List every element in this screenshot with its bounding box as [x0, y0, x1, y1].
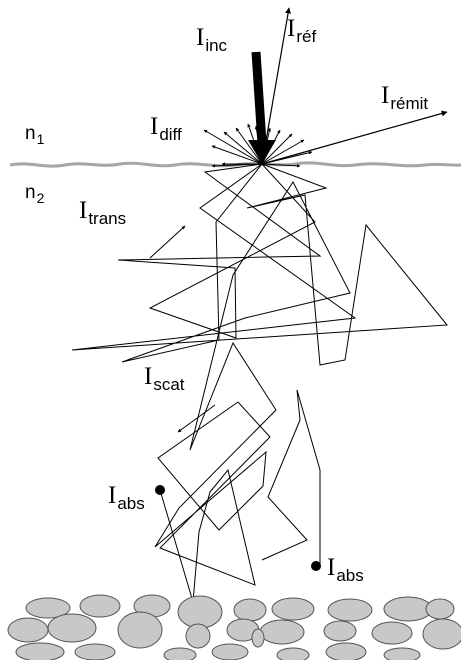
incident-arrowhead: [248, 140, 276, 164]
particle: [74, 643, 116, 661]
label-incident: Iinc: [196, 24, 228, 55]
diffuse-ray: [211, 163, 263, 168]
label-absorbed-1: Iabs: [108, 482, 145, 513]
scat-arrow: [177, 404, 216, 433]
particle: [177, 595, 223, 629]
label-scattered: Iscat: [144, 363, 185, 394]
particle: [79, 594, 121, 618]
diffuse-ray: [261, 133, 293, 165]
abs-path-1: [159, 489, 194, 603]
particle: [276, 647, 310, 663]
diffuse-ray: [211, 145, 263, 165]
particle: [163, 647, 197, 663]
diffuse-ray: [261, 163, 301, 168]
abs-dot-2: [311, 561, 321, 571]
particle: [25, 597, 71, 619]
particle: [211, 643, 249, 661]
label-transmitted: Itrans: [79, 197, 127, 228]
particle: [422, 618, 461, 650]
particle: [371, 621, 413, 645]
label-diffuse: Idiff: [150, 113, 182, 144]
diffuse-ray: [235, 127, 263, 165]
particle: [383, 647, 421, 663]
medium-n2-label: n2: [25, 182, 45, 206]
particle: [47, 613, 97, 643]
particle: [383, 596, 433, 622]
particle: [233, 598, 267, 622]
particle: [185, 623, 211, 649]
particle: [7, 617, 49, 643]
remit-ray: [261, 110, 448, 165]
particle: [425, 598, 455, 620]
particle: [251, 628, 265, 648]
medium-n1-label: n1: [25, 123, 45, 147]
particle: [117, 611, 163, 649]
abs-path-2: [261, 389, 321, 565]
diffuse-ray: [261, 139, 305, 165]
abs-dot-1: [155, 485, 165, 495]
particle: [15, 642, 65, 662]
particle: [271, 597, 315, 621]
particle: [325, 642, 367, 662]
interface-line: [9, 161, 461, 168]
ref-ray: [261, 7, 292, 165]
particle: [323, 620, 357, 642]
particle: [259, 619, 305, 645]
particle-layer: [7, 594, 461, 663]
incident-beam: [251, 51, 267, 144]
diffuse-ray: [223, 131, 263, 165]
particle: [327, 598, 373, 622]
trans-arrow: [149, 225, 186, 259]
label-reflected: Iréf: [287, 15, 317, 46]
diffuse-ray: [203, 129, 263, 165]
diffuse-ray: [261, 151, 313, 165]
scattering-path: [71, 163, 448, 603]
label-reemitted: Irémit: [381, 82, 429, 113]
label-absorbed-2: Iabs: [327, 554, 364, 585]
